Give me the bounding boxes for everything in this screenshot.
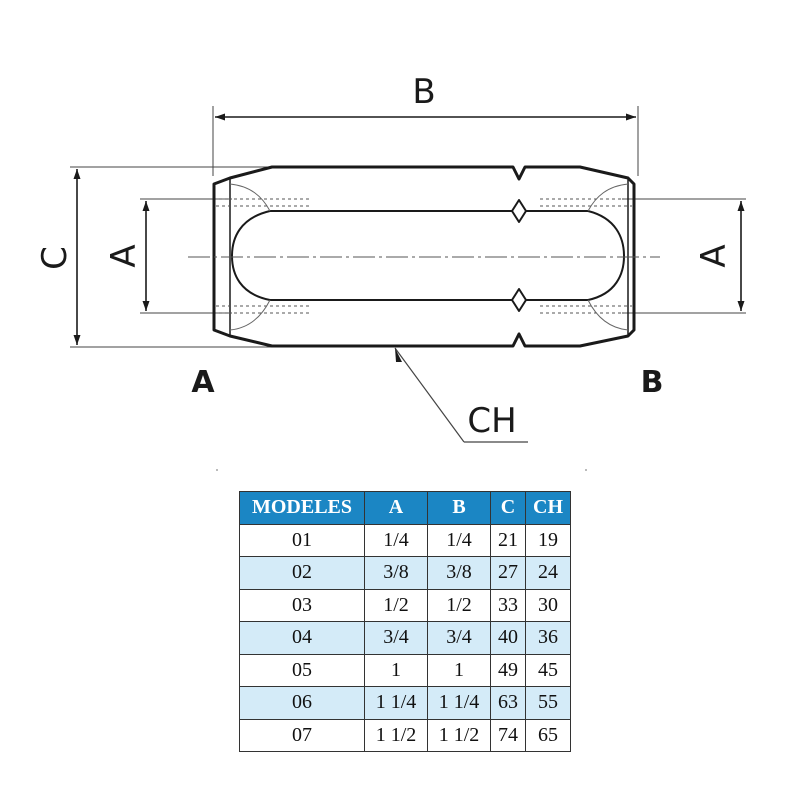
cell-b: 1/4: [427, 523, 491, 557]
end-label-right: B: [641, 365, 664, 400]
cell-b: 1 1/4: [427, 686, 491, 720]
dimension-c-label: C: [35, 246, 75, 270]
cell-ch: 65: [525, 718, 571, 752]
table-row: 01 1/4 1/4 21 19: [239, 523, 571, 557]
dimension-a-left: [140, 198, 232, 314]
cell-b: 3/8: [427, 556, 491, 590]
cell-model: 04: [239, 621, 365, 655]
dimension-b-label: B: [412, 72, 435, 112]
cell-model: 03: [239, 588, 365, 622]
table-header-row: MODELES A B C CH: [239, 491, 571, 525]
table-row: 04 3/4 3/4 40 36: [239, 621, 571, 655]
cell-c: 49: [490, 653, 526, 687]
cell-ch: 55: [525, 686, 571, 720]
wrench-label: CH: [467, 401, 516, 441]
cell-a: 1: [364, 653, 428, 687]
cell-a: 1/2: [364, 588, 428, 622]
cell-model: 06: [239, 686, 365, 720]
table-row: 03 1/2 1/2 33 30: [239, 588, 571, 622]
cell-c: 74: [490, 718, 526, 752]
cell-c: 63: [490, 686, 526, 720]
end-label-left: A: [191, 365, 215, 400]
cell-a: 1 1/2: [364, 718, 428, 752]
cell-a: 1/4: [364, 523, 428, 557]
technical-drawing: B C A A: [35, 72, 746, 443]
table-row: 02 3/8 3/8 27 24: [239, 556, 571, 590]
header-modeles: MODELES: [239, 491, 365, 525]
cell-model: 05: [239, 653, 365, 687]
table-row: 05 1 1 49 45: [239, 653, 571, 687]
dimension-a-right: [622, 198, 746, 314]
decorative-tick: [585, 469, 587, 471]
cell-a: 3/4: [364, 621, 428, 655]
cell-a: 1 1/4: [364, 686, 428, 720]
header-b: B: [427, 491, 491, 525]
header-ch: CH: [525, 491, 571, 525]
dimension-a-right-label: A: [694, 244, 734, 267]
header-a: A: [364, 491, 428, 525]
cell-b: 1/2: [427, 588, 491, 622]
cell-ch: 24: [525, 556, 571, 590]
cell-model: 02: [239, 556, 365, 590]
cell-model: 07: [239, 718, 365, 752]
model-dimension-table: MODELES A B C CH 01 1/4 1/4 21 19 02 3/8…: [239, 491, 571, 752]
cell-b: 1: [427, 653, 491, 687]
cell-c: 27: [490, 556, 526, 590]
cell-b: 1 1/2: [427, 718, 491, 752]
cell-b: 3/4: [427, 621, 491, 655]
dimension-c: [70, 166, 272, 348]
table-row: 07 1 1/2 1 1/2 74 65: [239, 718, 571, 752]
decorative-tick: [216, 469, 218, 471]
dimension-a-left-label: A: [104, 244, 144, 267]
cell-c: 40: [490, 621, 526, 655]
cell-ch: 36: [525, 621, 571, 655]
cell-ch: 45: [525, 653, 571, 687]
header-c: C: [490, 491, 526, 525]
cell-c: 33: [490, 588, 526, 622]
dimension-b: [212, 106, 639, 176]
wrench-leader: [394, 347, 528, 443]
table-row: 06 1 1/4 1 1/4 63 55: [239, 686, 571, 720]
cell-c: 21: [490, 523, 526, 557]
cell-ch: 30: [525, 588, 571, 622]
cell-a: 3/8: [364, 556, 428, 590]
cell-ch: 19: [525, 523, 571, 557]
cell-model: 01: [239, 523, 365, 557]
